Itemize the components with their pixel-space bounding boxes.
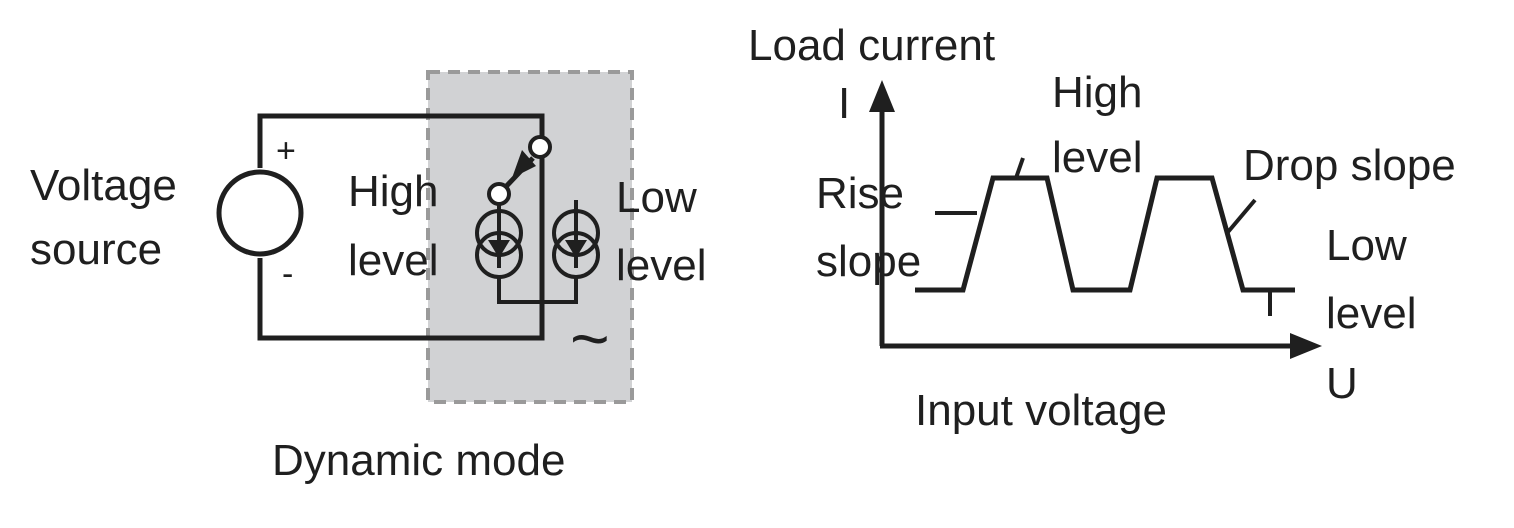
low-source-arrow-icon [565, 240, 587, 258]
source-bus-wire [497, 277, 578, 304]
minus-sign: - [282, 255, 293, 293]
plus-sign: + [276, 132, 296, 170]
low-level-label-line2: level [616, 241, 707, 290]
y-axis-arrow-icon [869, 80, 895, 112]
circuit-loop-wire [257, 113, 545, 341]
switch-contact-bottom [487, 182, 511, 206]
low-level-label-line1: Low [616, 173, 697, 222]
drop-slope-label: Drop slope [1243, 141, 1456, 190]
rise-slope-label-line1: Rise [816, 169, 904, 218]
y-axis-title: Load current [748, 21, 995, 70]
x-axis-symbol: U [1326, 359, 1358, 408]
circuit: + - ~ Voltage source High level Low leve… [30, 70, 707, 485]
graph-low-level-line2: level [1326, 289, 1417, 338]
y-axis-symbol: I [838, 79, 850, 128]
graph-high-level-line1: High [1052, 68, 1143, 117]
switch-contact-top [528, 135, 552, 159]
current-waveform [915, 175, 1295, 293]
switch-arrow-icon [512, 150, 536, 178]
graph-low-level-line1: Low [1326, 221, 1407, 270]
voltage-source-label-line1: Voltage [30, 161, 177, 210]
voltage-source-symbol [216, 169, 304, 257]
high-level-leader [1014, 157, 1025, 179]
x-axis-title: Input voltage [915, 386, 1167, 435]
high-level-label-line2: level [348, 236, 439, 285]
x-axis-arrow-icon [1290, 333, 1322, 359]
rise-slope-label-line2: slope [816, 237, 921, 286]
voltage-source-label-line2: source [30, 225, 162, 274]
waveform-graph: Load current I High level Rise slope Dro… [748, 21, 1456, 435]
high-level-label-line1: High [348, 167, 439, 216]
graph-high-level-line2: level [1052, 133, 1143, 182]
ac-symbol: ~ [570, 301, 610, 377]
dynamic-mode-caption: Dynamic mode [272, 436, 565, 485]
drop-slope-leader [1226, 198, 1257, 234]
high-source-arrow-icon [488, 240, 510, 258]
